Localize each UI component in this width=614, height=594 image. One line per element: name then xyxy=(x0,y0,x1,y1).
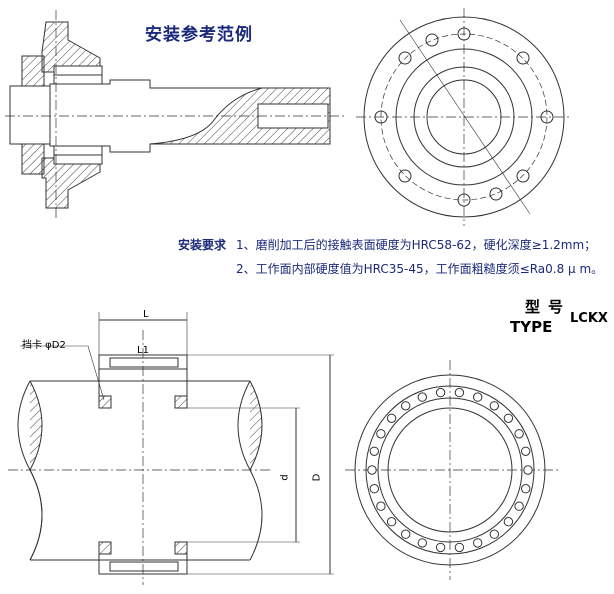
bearing-rollers xyxy=(367,387,533,553)
housing-bottom xyxy=(41,157,101,209)
roller xyxy=(523,465,533,475)
roller xyxy=(489,529,499,539)
roller xyxy=(489,401,499,411)
installation-section-view xyxy=(5,10,345,220)
roller xyxy=(435,387,446,398)
requirement-1: 1、磨削加工后的接触表面硬度为HRC58-62，硬化深度≥1.2mm； xyxy=(236,238,597,252)
requirements-label: 安装要求 xyxy=(178,238,227,252)
roller xyxy=(473,392,483,402)
roller xyxy=(503,517,514,527)
roller xyxy=(503,413,514,423)
model-code: LCKX xyxy=(570,311,608,326)
model-label-cn: 型号 xyxy=(525,298,572,316)
roller xyxy=(386,413,397,423)
shaft-stub xyxy=(9,85,51,145)
roller xyxy=(401,529,411,539)
roller xyxy=(454,387,465,398)
roller xyxy=(376,429,386,439)
bearing-shaft-view xyxy=(8,312,334,585)
roller xyxy=(417,538,427,548)
roller xyxy=(369,446,379,456)
dim-label-D: D xyxy=(311,473,323,482)
roller xyxy=(367,465,377,475)
roller xyxy=(417,392,427,402)
roller xyxy=(386,517,397,527)
dim-label-L1: L1 xyxy=(137,345,149,356)
roller xyxy=(521,484,531,494)
dim-label-L: L xyxy=(143,309,149,320)
dim-label-d: d xyxy=(279,474,291,481)
roller xyxy=(369,484,379,494)
flange-front-view xyxy=(356,8,572,226)
bearing-front-view xyxy=(345,360,560,580)
dim-label-clip: 挡卡 φD2 xyxy=(22,340,66,351)
roller xyxy=(514,501,524,511)
roller xyxy=(376,501,386,511)
housing-top xyxy=(41,21,101,73)
roller xyxy=(521,446,531,456)
roller xyxy=(514,429,524,439)
roller xyxy=(454,542,465,553)
requirement-2: 2、工作面内部硬度值为HRC35-45，工作面粗糙度须≤Ra0.8 μ m。 xyxy=(236,262,604,276)
page-title: 安装参考范例 xyxy=(145,25,253,45)
roller xyxy=(435,542,446,553)
roller xyxy=(473,538,483,548)
roller xyxy=(401,401,411,411)
model-label-en: TYPE xyxy=(510,318,553,336)
